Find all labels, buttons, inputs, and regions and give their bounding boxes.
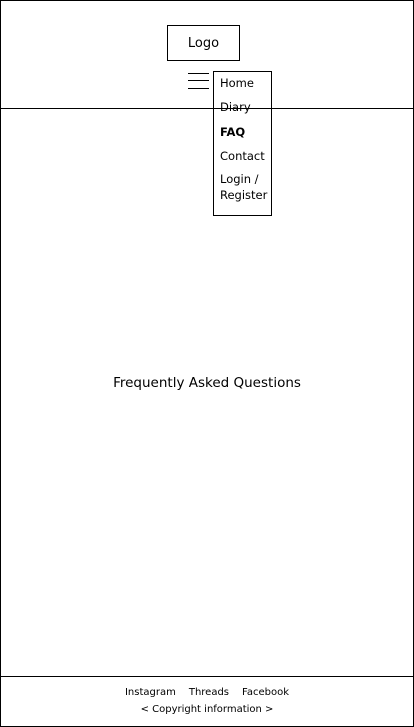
- menu-item-faq[interactable]: FAQ: [220, 125, 246, 139]
- hamburger-menu-icon[interactable]: [188, 71, 210, 91]
- menu-item-login-register[interactable]: Login / Register: [220, 172, 268, 202]
- footer-link-instagram[interactable]: Instagram: [124, 687, 176, 698]
- footer-divider: [1, 676, 413, 677]
- footer-link-threads[interactable]: Threads: [188, 687, 230, 698]
- footer-link-facebook[interactable]: Facebook: [242, 687, 290, 698]
- logo[interactable]: Logo: [167, 25, 240, 61]
- dropdown-menu: Home Diary FAQ Contact Login / Register: [213, 71, 272, 216]
- copyright-text: < Copyright information >: [140, 704, 274, 715]
- footer-links: Instagram Threads Facebook: [0, 687, 414, 698]
- page-title: Frequently Asked Questions: [113, 375, 301, 391]
- menu-item-contact[interactable]: Contact: [220, 149, 265, 163]
- header-divider: [1, 108, 413, 109]
- menu-item-home[interactable]: Home: [220, 76, 254, 90]
- menu-item-diary[interactable]: Diary: [220, 100, 251, 114]
- logo-text: Logo: [187, 35, 220, 51]
